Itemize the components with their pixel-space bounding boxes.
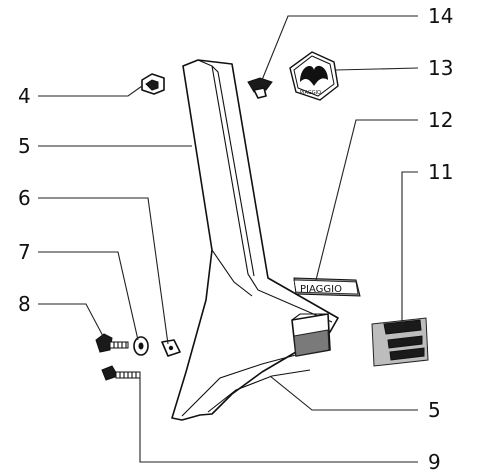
hexagon-logo-emblem: PIAGGIO <box>289 51 339 101</box>
callout-4: 4 <box>18 84 31 108</box>
leader-lines <box>38 15 419 463</box>
callout-9: 9 <box>428 450 441 474</box>
callout-5-bottom: 5 <box>428 398 441 422</box>
callout-14: 14 <box>428 4 453 28</box>
callout-7: 7 <box>18 240 31 264</box>
washer-part <box>133 336 149 356</box>
badge-text: PIAGGIO <box>300 284 342 295</box>
bolt-part <box>95 333 129 353</box>
screw-part <box>247 77 273 99</box>
callout-13: 13 <box>428 56 453 80</box>
side-panel-part <box>171 59 339 421</box>
adhesive-pad-part <box>371 317 429 367</box>
callout-5-top: 5 <box>18 134 31 158</box>
callout-6: 6 <box>18 186 31 210</box>
callout-numbers: 4 5 6 7 8 14 13 12 11 5 9 <box>18 4 453 474</box>
logo-text: PIAGGIO <box>300 90 321 96</box>
callout-8: 8 <box>18 292 31 316</box>
square-nut-part <box>161 339 181 357</box>
clip-part <box>141 73 165 95</box>
long-screw-part <box>101 365 141 381</box>
callout-11: 11 <box>428 160 453 184</box>
piaggio-badge: PIAGGIO <box>293 277 361 297</box>
callout-12: 12 <box>428 108 453 132</box>
